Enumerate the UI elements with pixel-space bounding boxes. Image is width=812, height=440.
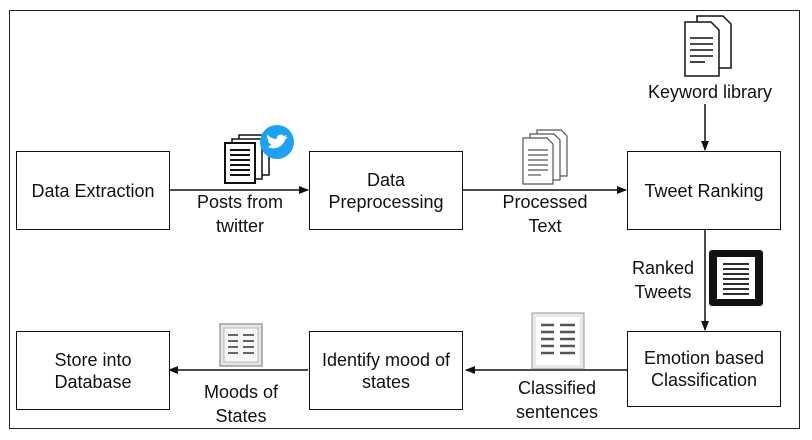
node-identify-mood: Identify mood of states [309,331,463,410]
label-classified-sentences: Classified sentences [515,378,599,422]
keyword-library-document-icon [684,15,732,77]
label-posts-from-twitter: Posts from twitter [196,192,284,236]
processed-text-document-icon [522,129,568,185]
label-moods-of-states: Moods of States [203,382,279,426]
moods-document-icon [219,323,263,367]
node-tweet-ranking: Tweet Ranking [627,151,781,230]
node-data-preprocessing: Data Preprocessing [309,151,463,230]
classified-document-icon [531,312,585,370]
node-data-extraction: Data Extraction [16,151,170,230]
node-store-database: Store into Database [16,331,170,410]
label-processed-text: Processed Text [502,192,588,236]
twitter-bird-icon [260,125,294,159]
node-emotion-classification: Emotion based Classification [627,331,781,407]
label-keyword-library: Keyword library [647,82,773,102]
document-stack-icon [224,134,270,184]
label-ranked-tweets: Ranked Tweets [631,258,695,302]
diagram-frame [9,10,800,429]
ranked-document-icon [709,250,763,306]
